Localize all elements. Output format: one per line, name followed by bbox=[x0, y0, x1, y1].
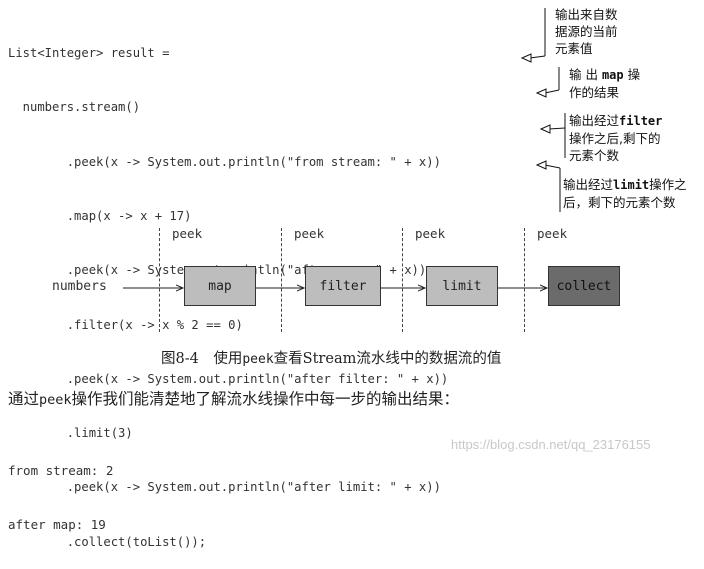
callout-text: 元素个数 bbox=[569, 148, 620, 163]
output-line: after map: 19 bbox=[8, 517, 106, 532]
callout-text: 操作之后,剩下的 bbox=[569, 131, 661, 146]
caption-text: 查看Stream流水线中的数据流的值 bbox=[273, 351, 502, 367]
peek-label: peek bbox=[537, 226, 568, 241]
callout-text: 作的结果 bbox=[569, 85, 620, 100]
callout-code: map bbox=[601, 68, 624, 82]
callout-line: 输出经过limit操作之 bbox=[563, 176, 687, 194]
callout-text: 操 bbox=[623, 67, 641, 82]
code-line: .peek(x -> System.out.println("after map… bbox=[8, 263, 427, 278]
callout-text: 输出经过 bbox=[563, 177, 614, 192]
code-line: numbers.stream() bbox=[8, 100, 141, 115]
paragraph-code: peek bbox=[39, 392, 72, 408]
output-line: from stream: 2 bbox=[8, 463, 114, 478]
console-output: from stream: 2 after map: 19 bbox=[8, 426, 113, 552]
caption-text: 图8-4 使用 bbox=[161, 351, 243, 367]
callout-after-limit: 输出经过limit操作之 后，剩下的元素个数 bbox=[555, 176, 687, 211]
watermark: https://blog.csdn.net/qq_23176155 bbox=[451, 437, 651, 452]
callout-code: filter bbox=[619, 114, 663, 128]
callout-line: 输出经过filter bbox=[569, 112, 662, 130]
callout-text: 输出经过 bbox=[569, 113, 620, 128]
code-line: .peek(x -> System.out.println("after fil… bbox=[8, 371, 449, 386]
code-line: .peek(x -> System.out.println("from stre… bbox=[8, 154, 441, 169]
body-paragraph: 通过peek操作我们能清楚地了解流水线操作中每一步的输出结果： bbox=[8, 387, 459, 409]
collect-box: collect bbox=[548, 266, 620, 306]
callout-text: 操作之 bbox=[649, 177, 687, 192]
code-line: .filter(x -> x % 2 == 0) bbox=[8, 317, 243, 332]
callout-after-map: 输 出 map 操 作的结果 bbox=[561, 66, 640, 101]
callout-after-filter: 输出经过filter 操作之后,剩下的 元素个数 bbox=[561, 112, 662, 164]
callout-text: 据源的当前 bbox=[555, 24, 618, 39]
caption-code: peek bbox=[242, 352, 274, 367]
callout-text: 输出来自数 bbox=[555, 7, 618, 22]
figure-caption: 图8-4 使用peek查看Stream流水线中的数据流的值 bbox=[161, 347, 501, 368]
code-line: .map(x -> x + 17) bbox=[8, 209, 192, 224]
paragraph-text: 操作我们能清楚地了解流水线操作中每一步的输出结果： bbox=[71, 390, 460, 408]
peek-divider bbox=[524, 228, 525, 332]
callout-code: limit bbox=[613, 178, 650, 192]
callout-text: 元素值 bbox=[555, 41, 593, 56]
callout-from-stream: 输出来自数 据源的当前 元素值 bbox=[547, 6, 618, 57]
code-line: List<Integer> result = bbox=[8, 46, 170, 61]
code-line: .limit(3) bbox=[8, 426, 133, 441]
callout-text: 输 出 bbox=[569, 67, 602, 82]
paragraph-text: 通过 bbox=[8, 390, 40, 408]
callout-arrows bbox=[520, 8, 566, 212]
callout-text: 后，剩下的元素个数 bbox=[563, 195, 676, 210]
callout-line: 输 出 map 操 bbox=[569, 66, 640, 84]
